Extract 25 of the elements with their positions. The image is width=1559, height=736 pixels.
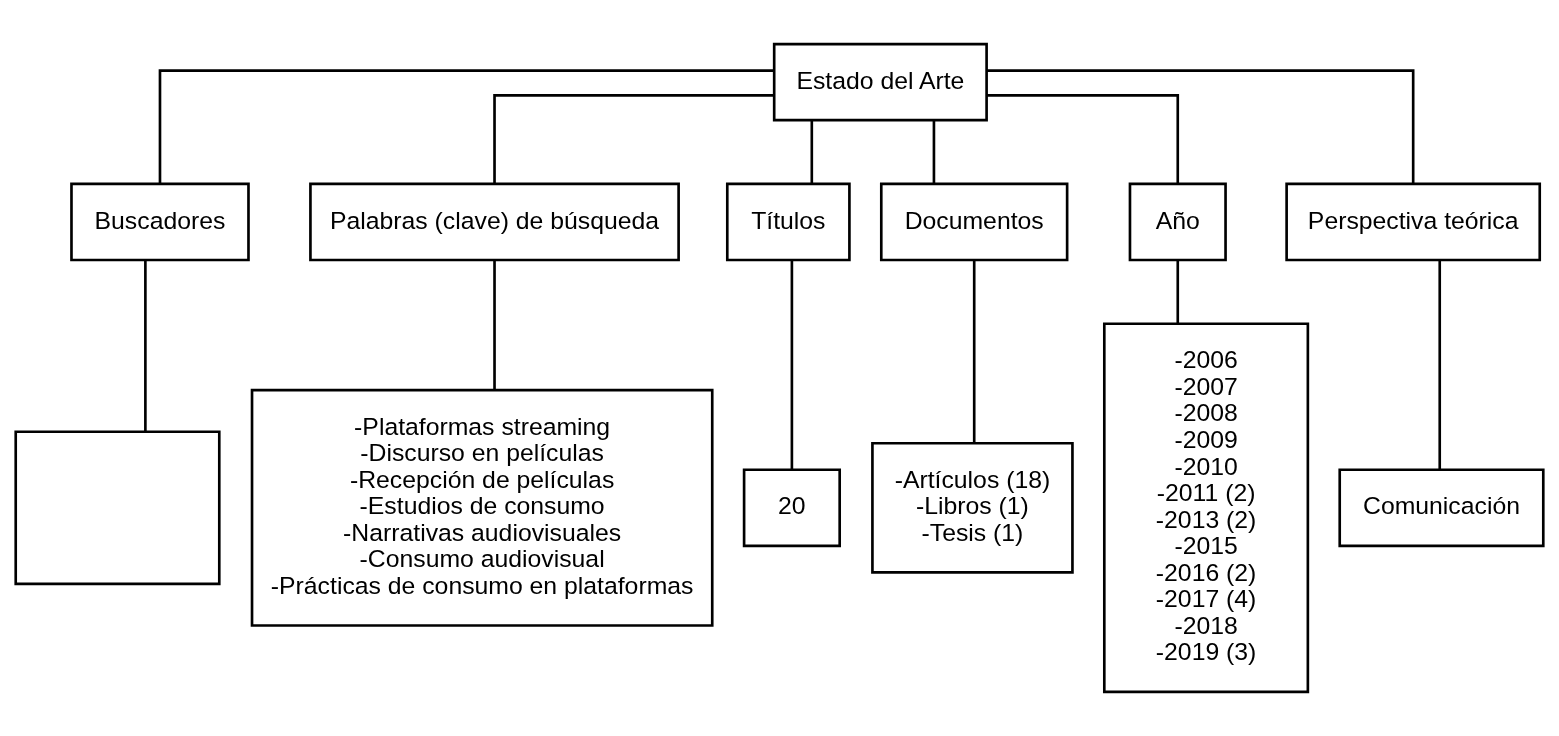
connector <box>493 94 774 184</box>
connector <box>810 120 814 184</box>
node-box: Perspectiva teórica <box>1285 182 1542 262</box>
connector <box>932 120 936 184</box>
node-box: Palabras (clave) de búsqueda <box>309 182 680 262</box>
connector <box>972 260 976 444</box>
node-box: -2006 -2007 -2008 -2009 -2010 -2011 (2) -2013 (2) -2015 -2016 (2) -2017 (4) -2018 -2019 (3) <box>1102 322 1310 694</box>
node-box: Comunicación <box>1338 468 1545 548</box>
connector <box>1438 260 1442 470</box>
connector <box>986 69 1415 184</box>
node-box: -Plataformas streaming -Discurso en películas -Recepción de películas -Estudios de consumo -Narrativas audiovisuales -Consumo audiovisual -Prácticas de consumo en plataformas <box>250 388 714 627</box>
node-box: Año <box>1128 182 1227 262</box>
node-box: -Artículos (18) -Libros (1) -Tesis (1) <box>871 441 1074 574</box>
connector <box>493 260 496 390</box>
node-box <box>14 430 221 586</box>
connector <box>144 260 147 432</box>
connector <box>1176 260 1180 324</box>
node-box: 20 <box>742 468 841 548</box>
node-box: Documentos <box>879 182 1069 262</box>
node-box: Buscadores <box>70 182 250 262</box>
connector <box>986 94 1180 184</box>
node-box: Estado del Arte <box>772 42 988 122</box>
connector <box>158 69 775 184</box>
node-box: Títulos <box>725 182 851 262</box>
connector <box>790 260 794 470</box>
